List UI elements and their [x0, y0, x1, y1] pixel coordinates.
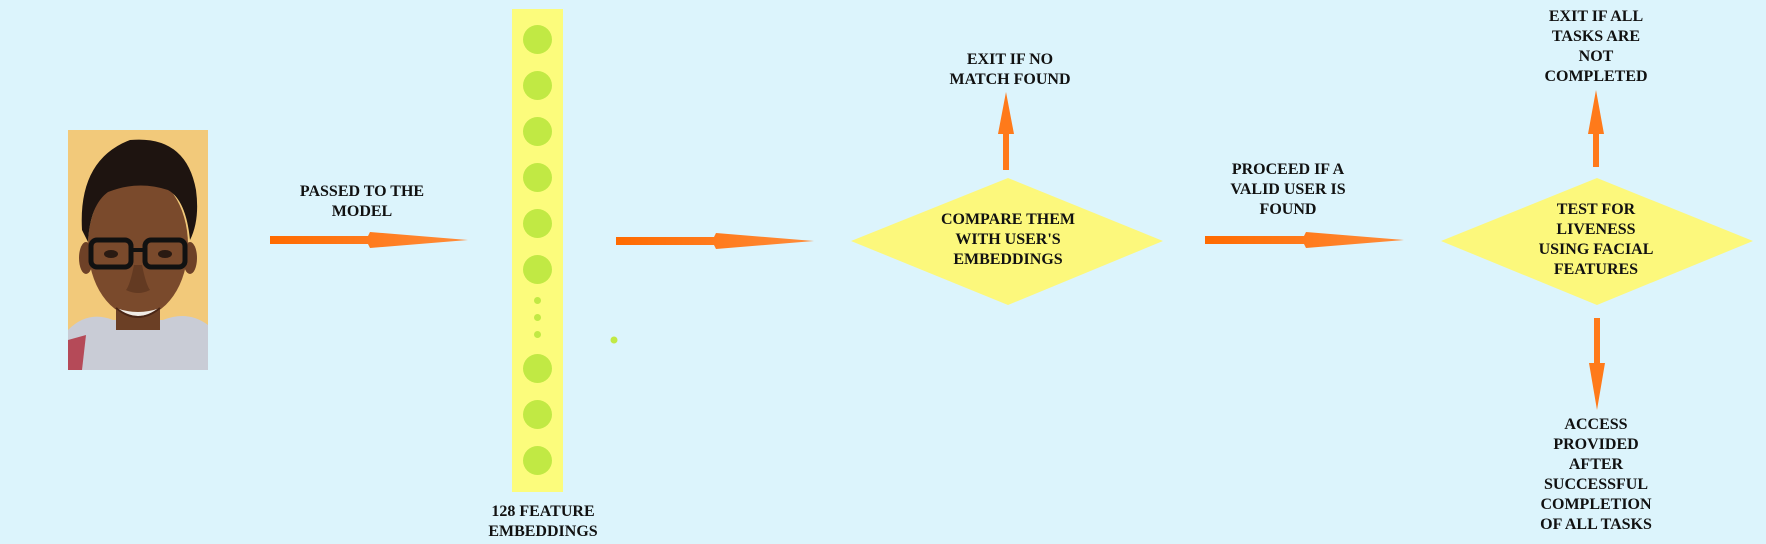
embedding-dot	[523, 446, 552, 475]
embedding-dot	[523, 163, 552, 192]
label-proceed-valid-user: PROCEED IF A VALID USER IS FOUND	[1230, 161, 1346, 218]
arrow-liveness-exit-up	[1588, 90, 1604, 167]
arrow-compare-exit-up	[998, 92, 1014, 170]
ellipsis-dot	[534, 331, 541, 338]
embedding-dot	[523, 117, 552, 146]
embedding-dot	[523, 255, 552, 284]
face-illustration	[68, 130, 208, 370]
embedding-vector-column	[512, 9, 563, 492]
embedding-dot	[523, 209, 552, 238]
arrow-compare-to-liveness	[1205, 232, 1404, 248]
ellipsis-dot	[534, 314, 541, 321]
label-access-provided: ACCESS PROVIDED AFTER SUCCESSFUL COMPLET…	[1540, 416, 1652, 533]
label-feature-embeddings: 128 FEATURE EMBEDDINGS	[488, 503, 598, 540]
embedding-dot	[523, 400, 552, 429]
label-exit-no-match: EXIT IF NO MATCH FOUND	[949, 51, 1071, 88]
label-passed-to-model: PASSED TO THE MODEL	[299, 183, 425, 220]
arrow-photo-to-model	[270, 232, 468, 248]
label-exit-tasks-incomplete: EXIT IF ALL TASKS ARE NOT COMPLETED	[1544, 8, 1648, 85]
embedding-dot	[523, 71, 552, 100]
embedding-dot	[523, 25, 552, 54]
label-test-liveness: TEST FOR LIVENESS USING FACIAL FEATURES	[1538, 201, 1654, 278]
label-compare-embeddings: COMPARE THEM WITH USER'S EMBEDDINGS	[940, 211, 1076, 268]
embedding-dot	[523, 354, 552, 383]
liveness-decision-diamond	[1441, 178, 1753, 305]
stray-dot	[610, 336, 618, 344]
arrow-embeddings-to-compare	[616, 233, 814, 249]
user-face-photo	[68, 130, 208, 370]
ellipsis-dot	[534, 297, 541, 304]
arrow-liveness-access-down	[1589, 318, 1605, 410]
compare-decision-diamond	[851, 178, 1163, 305]
